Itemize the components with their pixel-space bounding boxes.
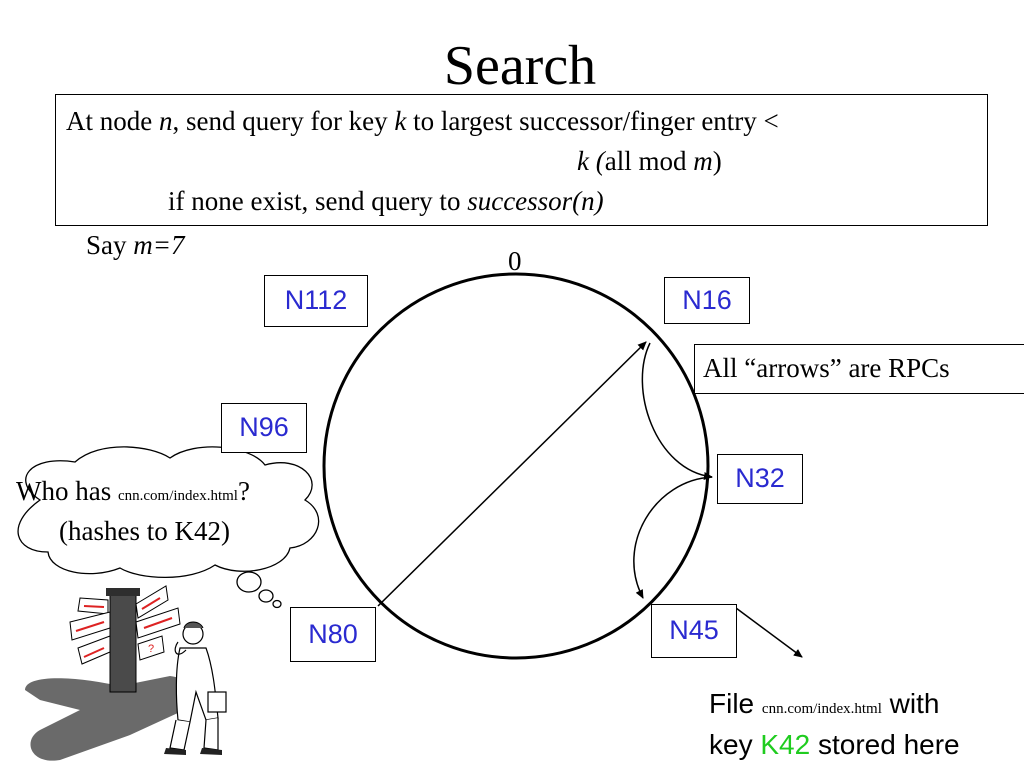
search-rule-box: At node n, send query for key k to large…: [55, 94, 988, 226]
node-n32: N32: [717, 454, 803, 504]
thought-hash: (hashes to K42): [59, 516, 230, 546]
rpc-arrow-n32-n45: [633, 476, 713, 599]
rule-var-m: m: [693, 146, 713, 176]
say-text: Say: [86, 230, 134, 260]
ring-zero-label: 0: [508, 246, 522, 276]
rule-successor: successor(n): [467, 186, 604, 216]
rpc-arrow-n16-n32: [641, 342, 713, 480]
node-n96: N96: [221, 403, 307, 453]
signpost-person-icon: ?: [25, 585, 227, 761]
thought-url: cnn.com/index.html: [117, 488, 238, 504]
file-note-line-2: key K42 stored here: [709, 726, 960, 764]
thought-text: Who has: [16, 476, 118, 506]
rpc-note: All “arrows” are RPCs: [694, 344, 1024, 394]
rule-text: , send query for key: [172, 106, 395, 136]
rule-text: At node: [66, 106, 159, 136]
node-n112: N112: [264, 275, 368, 327]
rule-line-1: At node n, send query for key k to large…: [66, 104, 779, 138]
svg-text:?: ?: [148, 643, 154, 655]
rule-text: all mod: [604, 146, 694, 176]
file-text: File: [709, 688, 762, 719]
slide-title: Search: [443, 35, 597, 97]
file-note-line-1: File cnn.com/index.html with: [709, 685, 939, 728]
file-pointer-arrow: [735, 607, 803, 658]
chord-ring: [322, 272, 710, 660]
m-value-note: Say m=7: [86, 228, 184, 262]
rule-var-n: n: [158, 106, 173, 136]
file-key: K42: [760, 729, 811, 760]
thought-text: ?: [237, 476, 250, 506]
rule-text: ): [712, 146, 722, 176]
file-url: cnn.com/index.html: [761, 701, 882, 717]
rule-var-k: k: [394, 106, 407, 136]
thought-cloud-icon: [17, 446, 320, 609]
node-n45: N45: [651, 604, 737, 658]
rpc-arrow-n80-n16: [377, 341, 647, 607]
rule-line-2: k (all mod m): [577, 144, 722, 178]
rule-line-3: if none exist, send query to successor(n…: [168, 184, 604, 218]
node-n80: N80: [290, 607, 376, 662]
file-text: with: [881, 688, 940, 719]
file-text: key: [709, 729, 761, 760]
rule-text: if none exist, send query to: [168, 186, 468, 216]
rule-text: to largest successor/finger entry <: [406, 106, 779, 136]
m-value: m=7: [133, 230, 185, 260]
file-text: stored here: [810, 729, 960, 760]
thought-question: Who has cnn.com/index.html?: [16, 474, 250, 513]
rule-var-k: k (: [577, 146, 605, 176]
node-n16: N16: [664, 277, 750, 324]
